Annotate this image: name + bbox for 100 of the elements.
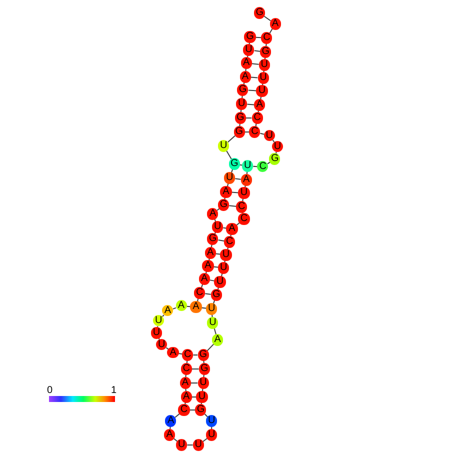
nucleotide-node: U	[258, 59, 270, 71]
nucleotide-node: A	[207, 208, 218, 220]
nucleotide-node: U	[207, 317, 218, 329]
nucleotide-node: U	[243, 44, 254, 56]
nucleotide-node: C	[238, 213, 250, 225]
nucleotide-node: A	[162, 305, 174, 316]
nucleotide-node: U	[196, 391, 208, 403]
nucleotide-node: A	[180, 377, 191, 389]
nucleotide-node: G	[237, 84, 248, 96]
nucleotide-node: A	[176, 300, 187, 312]
nucleotide-node: G	[210, 289, 222, 301]
nucleotide-node: C	[182, 349, 194, 361]
nucleotide-node: G	[254, 7, 266, 19]
nucleotide-node: C	[249, 126, 260, 138]
backbone-line	[186, 444, 194, 446]
base-pair-line	[251, 63, 260, 65]
nucleotide-node: A	[190, 301, 202, 313]
base-pair-line	[192, 354, 198, 356]
nucleotide-node: U	[264, 130, 276, 142]
nucleotide-node: U	[206, 303, 218, 315]
nucleotide-node: G	[207, 233, 218, 245]
nucleotide-node: A	[180, 391, 192, 403]
nucleotide-node: A	[165, 415, 176, 427]
base-pair-line	[222, 227, 227, 229]
nucleotide-node: A	[220, 186, 232, 198]
scale-tick-label: 0	[47, 386, 53, 396]
nucleotide-node: C	[194, 287, 206, 299]
nucleotide-node: G	[244, 31, 256, 43]
nucleotide-node: A	[198, 273, 210, 285]
base-pair-line	[246, 104, 254, 106]
nucleotide-node: A	[254, 99, 266, 111]
nucleotide-node: C	[224, 236, 236, 248]
base-pair-line	[234, 178, 242, 180]
nucleotide-node: U	[206, 415, 218, 427]
nucleotide-node: U	[218, 262, 230, 274]
nucleotide-node: U	[256, 85, 268, 97]
nucleotide-node: A	[226, 223, 238, 235]
nucleotide-node: U	[272, 140, 284, 152]
backbone-line	[208, 258, 210, 261]
nucleotide-node: U	[176, 439, 188, 451]
nucleotide-node: A	[204, 247, 216, 259]
nucleotide-node: G	[195, 404, 206, 416]
base-pair-line	[190, 382, 198, 384]
base-pair-line	[192, 368, 200, 370]
nucleotide-node: U	[218, 140, 230, 152]
nucleotide-node: G	[234, 112, 246, 124]
nucleotide-node: U	[206, 429, 218, 441]
backbone-line	[227, 135, 236, 143]
backbone-line	[172, 307, 176, 310]
nucleotide-node: A	[270, 18, 281, 30]
scale-tick-label: 1	[111, 386, 117, 396]
nucleotide-node: G	[198, 363, 210, 375]
base-pair-line	[228, 205, 237, 207]
nucleotide-node: A	[240, 57, 252, 69]
nucleotide-node: U	[150, 327, 162, 339]
nucleotide-node: U	[238, 187, 250, 199]
backbone-line	[244, 185, 246, 188]
nucleotide-node: G	[260, 46, 272, 58]
nucleotide-node: U	[192, 439, 204, 451]
nucleotide-node: U	[156, 338, 168, 350]
base-pair-line	[248, 90, 257, 92]
nucleotide-node: C	[236, 201, 248, 213]
nucleotide-node: U	[236, 98, 248, 110]
nucleotide-node: C	[180, 363, 192, 375]
nucleotide-node: G	[269, 153, 280, 165]
base-pair-line	[215, 253, 221, 255]
nucleotide-node: G	[234, 126, 245, 138]
backbone-line	[230, 234, 232, 237]
nucleotide-node: G	[228, 158, 240, 170]
nucleotide-node: U	[224, 172, 236, 184]
nucleotide-node: U	[258, 72, 269, 84]
nucleotide-node: U	[220, 249, 232, 261]
base-pair-line	[250, 76, 258, 78]
backbone-line	[162, 314, 164, 318]
backbone-line	[184, 402, 186, 405]
backbone-line	[224, 197, 226, 200]
nucleotide-node: G	[198, 349, 209, 361]
nucleotide-node: U	[212, 221, 224, 233]
base-pair-line	[218, 239, 225, 242]
nucleotide-node: G	[218, 199, 230, 211]
nucleotide-node: C	[252, 112, 263, 124]
nucleotide-node: U	[214, 276, 226, 288]
nucleotide-node: A	[240, 71, 251, 83]
nucleotide-node: A	[212, 334, 224, 346]
backbone-line	[252, 166, 258, 168]
base-pair-line	[204, 293, 212, 295]
backbone-line	[226, 150, 232, 160]
backbone-line	[260, 132, 264, 135]
nucleotide-node: A	[167, 346, 179, 358]
nucleotide-node: A	[240, 174, 252, 186]
backbone-line	[206, 344, 214, 352]
nucleotide-node: A	[202, 260, 214, 272]
nucleotide-node: U	[198, 377, 209, 389]
base-pair-line	[213, 266, 219, 268]
nucleotide-node: C	[257, 161, 268, 172]
base-pair-line	[254, 50, 261, 52]
base-pair-line	[201, 307, 207, 309]
backbone-line	[224, 260, 226, 263]
nucleotide-node: U	[242, 160, 254, 172]
backbone-line	[264, 16, 272, 22]
